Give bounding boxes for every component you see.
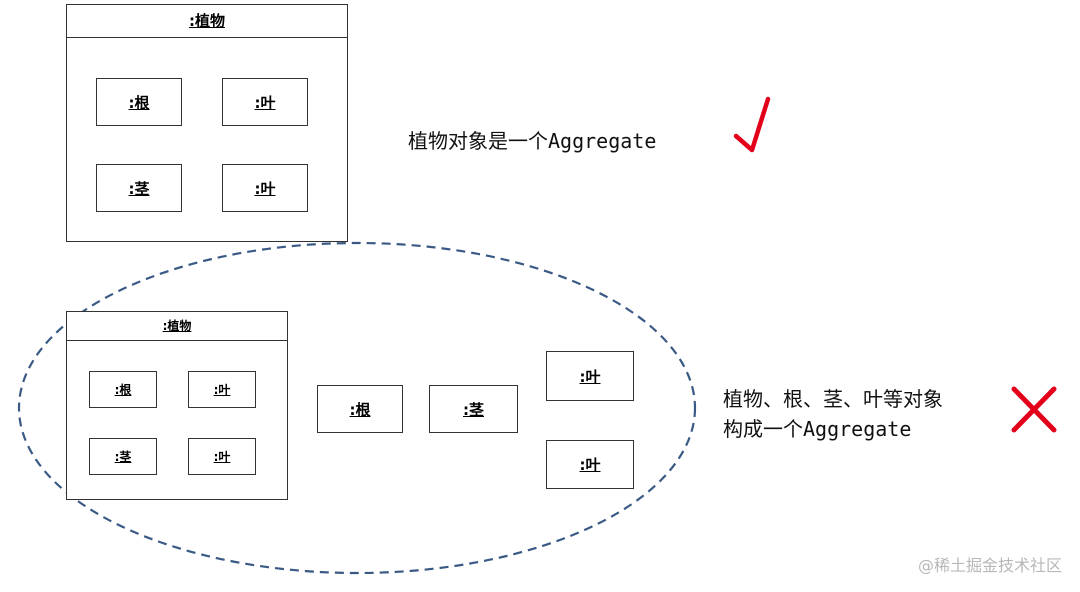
bottom-part-stem: :茎: [89, 438, 157, 475]
top-part-leaf-2: :叶: [222, 164, 308, 212]
statement-wrong-line1: 植物、根、茎、叶等对象: [723, 387, 943, 411]
top-aggregate-title: :植物: [67, 5, 347, 38]
loose-stem: :茎: [429, 385, 518, 433]
watermark: @稀土掘金技术社区: [917, 556, 1062, 575]
top-part-leaf-1: :叶: [222, 78, 308, 126]
loose-leaf-2: :叶: [546, 440, 634, 489]
bottom-part-leaf-1: :叶: [188, 371, 256, 408]
top-part-root: :根: [96, 78, 182, 126]
top-part-stem: :茎: [96, 164, 182, 212]
dashed-ellipse: [17, 241, 697, 575]
check-icon: [733, 96, 771, 153]
statement-correct: 植物对象是一个Aggregate: [408, 129, 657, 153]
statement-wrong-line2: 构成一个Aggregate: [723, 417, 912, 441]
bottom-aggregate-title: :植物: [67, 312, 287, 341]
bottom-part-root: :根: [89, 371, 157, 408]
bottom-part-leaf-2: :叶: [188, 438, 256, 475]
cross-icon: [1011, 386, 1057, 433]
loose-root: :根: [317, 385, 403, 433]
loose-leaf-1: :叶: [546, 351, 634, 401]
